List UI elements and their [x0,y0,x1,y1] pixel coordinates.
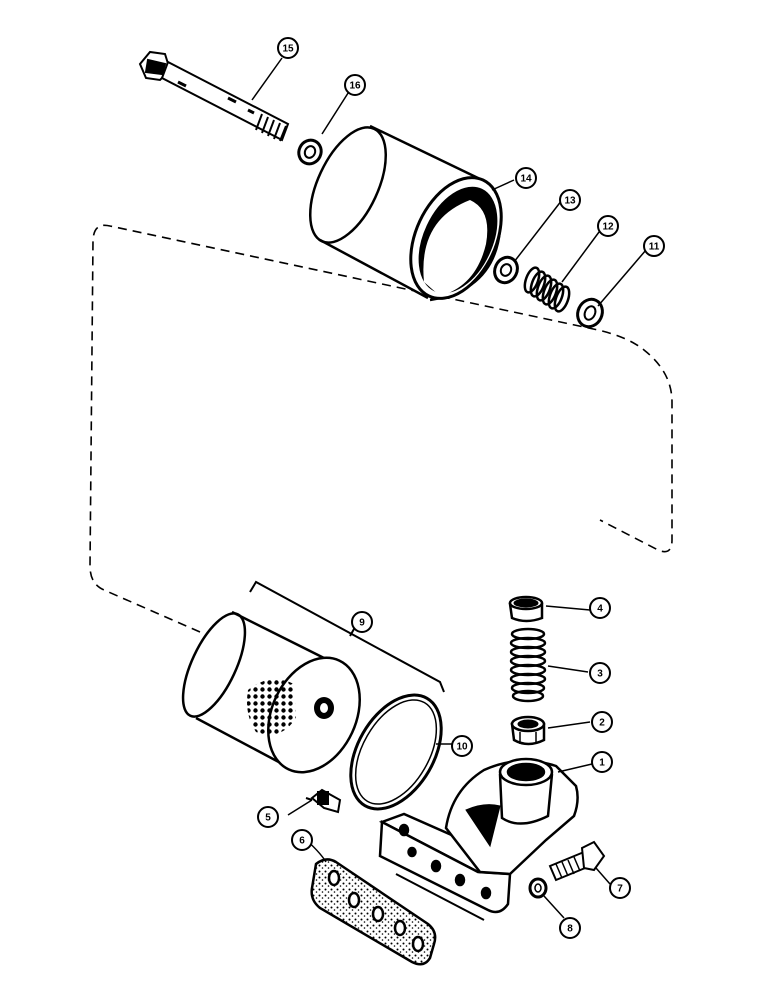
callout-circle [344,74,366,96]
callout-number: 16 [349,81,361,92]
gasket-part [310,858,437,966]
callout-6: 6 [291,829,313,851]
callout-3: 3 [589,662,611,684]
callout-circle [597,215,619,237]
callout-circle [559,189,581,211]
callout-number: 6 [299,836,305,847]
callout-number: 12 [602,222,614,233]
callout-number: 1 [599,758,605,769]
callout-number: 11 [649,242,660,253]
callout-number: 9 [359,618,365,629]
callout-circle [609,877,631,899]
assembly-dashed-line [89,224,673,633]
seal-ring-part [349,693,443,811]
callout-5: 5 [257,806,279,828]
callout-number: 13 [564,196,576,207]
callout-8: 8 [559,917,581,939]
callout-circle [277,37,299,59]
callout-circle [559,917,581,939]
callout-15: 15 [277,37,299,59]
callout-number: 8 [567,924,573,935]
callout-10: 10 [451,735,473,757]
cap-part [508,595,544,623]
callout-number: 5 [265,813,271,824]
callout-circle [515,167,537,189]
callout-7: 7 [609,877,631,899]
filter-element-part [181,610,361,774]
washer-16-part [297,138,323,166]
spring-3-part [509,627,547,703]
callout-circle [451,735,473,757]
callout-circle [291,829,313,851]
callout-12: 12 [597,215,619,237]
washer-13-part [493,255,519,285]
callout-13: 13 [559,189,581,211]
callout-number: 10 [456,742,468,753]
washer-8-part [528,877,548,899]
callout-number: 2 [599,718,605,729]
filter-shell-part [308,124,503,302]
callout-circle [589,662,611,684]
callout-circle [591,751,613,773]
callout-circle [591,711,613,733]
callout-16: 16 [344,74,366,96]
callout-11: 11 [643,235,665,257]
callout-number: 14 [520,174,532,185]
washer-11-part [576,297,604,329]
callout-number: 7 [617,884,623,895]
valve-seat-part [510,715,546,746]
callout-circle [351,611,373,633]
callout-4: 4 [589,597,611,619]
callout-number: 3 [597,669,603,680]
callout-9: 9 [351,611,373,633]
callout-number: 4 [597,604,603,615]
callout-2: 2 [591,711,613,733]
callout-circle [257,806,279,828]
callout-14: 14 [515,167,537,189]
callout-circle [589,597,611,619]
center-bolt-part [138,50,290,142]
callout-circle [643,235,665,257]
leader-lines [251,57,647,919]
callout-1: 1 [591,751,613,773]
bolt-part [548,840,606,882]
fitting-part [305,788,342,814]
callout-number: 15 [282,44,294,55]
filter-base-part [378,757,579,921]
spring-12-part [523,266,571,313]
